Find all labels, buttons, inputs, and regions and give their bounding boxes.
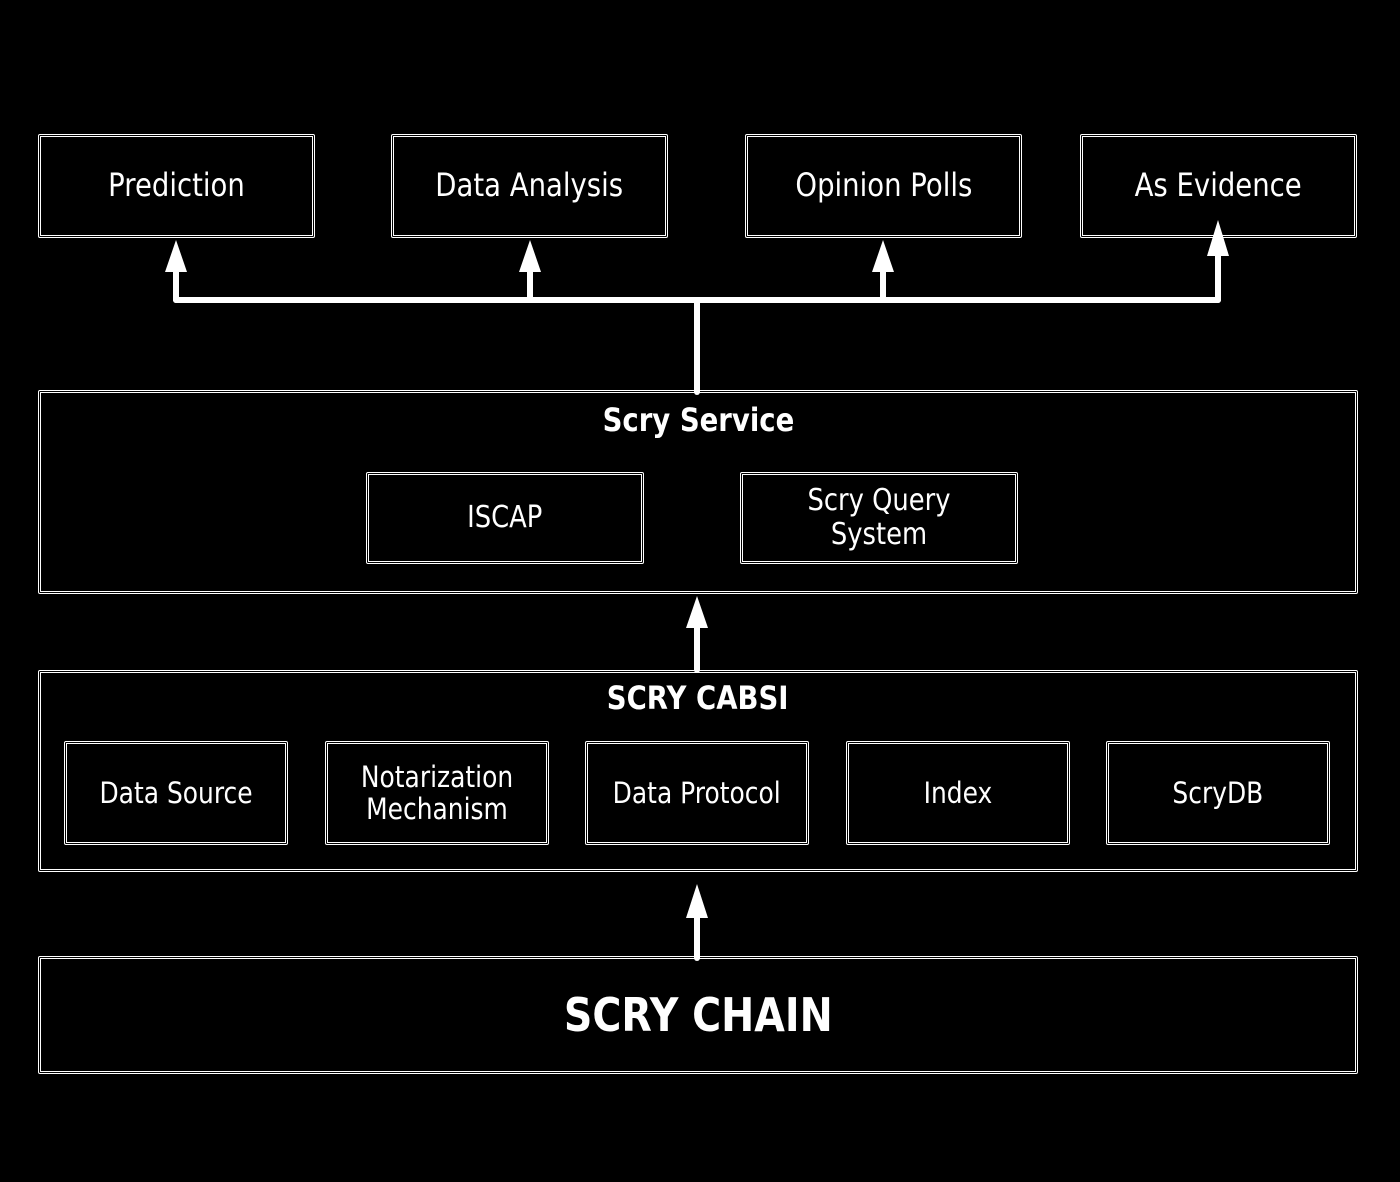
cabsi-layer-title: SCRY CABSI	[607, 679, 789, 717]
cabsi-component-data-source: Data Source	[64, 741, 288, 845]
service-component-label: Scry Query System	[807, 483, 951, 552]
cabsi-component-index: Index	[846, 741, 1070, 845]
cabsi-layer: SCRY CABSI	[38, 670, 1358, 872]
arrowhead-cabsi	[686, 884, 708, 918]
output-label: Data Analysis	[435, 166, 624, 205]
output-label: Prediction	[108, 166, 245, 205]
cabsi-component-label: ScryDB	[1172, 775, 1264, 810]
output-box-prediction: Prediction	[38, 134, 315, 238]
arrowhead-as-evidence	[1207, 220, 1229, 256]
output-label: As Evidence	[1134, 166, 1303, 205]
service-layer: Scry Service	[38, 390, 1358, 594]
service-layer-title: Scry Service	[602, 401, 794, 439]
chain-layer-title: SCRY CHAIN	[563, 988, 833, 1042]
cabsi-component-notarization: Notarization Mechanism	[325, 741, 549, 845]
cabsi-component-label: Data Source	[99, 775, 253, 810]
output-box-opinion-polls: Opinion Polls	[745, 134, 1022, 238]
chain-layer: SCRY CHAIN	[38, 956, 1358, 1074]
arrowhead-opinion-polls	[872, 240, 894, 272]
service-component-label: ISCAP	[467, 500, 543, 536]
arrowhead-data-analysis	[519, 240, 541, 272]
cabsi-component-label: Data Protocol	[613, 775, 781, 810]
arrowhead-service	[686, 596, 708, 628]
output-box-as-evidence: As Evidence	[1080, 134, 1357, 238]
cabsi-component-scrydb: ScryDB	[1106, 741, 1330, 845]
cabsi-component-label: Notarization Mechanism	[360, 759, 514, 826]
cabsi-component-data-protocol: Data Protocol	[585, 741, 809, 845]
service-component-iscap: ISCAP	[366, 472, 644, 564]
service-component-query-system: Scry Query System	[740, 472, 1018, 564]
output-label: Opinion Polls	[795, 166, 972, 205]
output-box-data-analysis: Data Analysis	[391, 134, 668, 238]
cabsi-component-label: Index	[923, 775, 993, 810]
arrowhead-prediction	[165, 240, 187, 272]
